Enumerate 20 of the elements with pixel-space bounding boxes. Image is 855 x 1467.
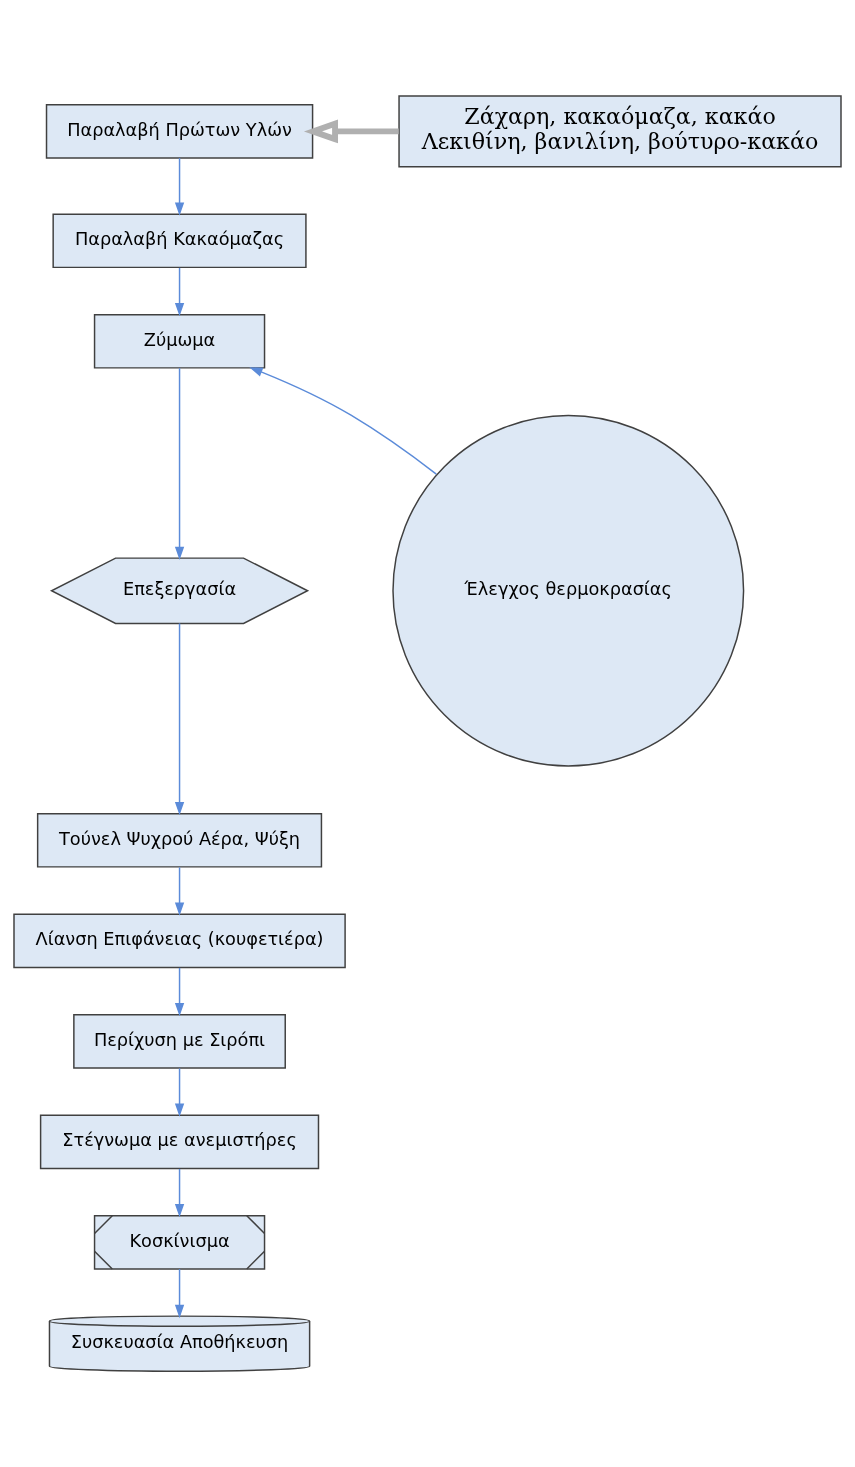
arrow [174, 967, 185, 1017]
arrow [249, 367, 438, 475]
node-box: Λίανση Επιφάνειας (κουφετιέρα) [13, 913, 346, 969]
node-box: Περίχυση με Σιρόπι [73, 1013, 286, 1069]
arrow [174, 1067, 185, 1117]
node-box: Στέγνωμα με ανεμιστήρες [39, 1114, 320, 1170]
arrow [174, 267, 185, 317]
node-box: Παραλαβή Κακαόμαζας [52, 213, 307, 269]
arrow [174, 622, 185, 816]
arrow [174, 1168, 185, 1218]
arrow [174, 866, 185, 916]
arrow [174, 1268, 185, 1319]
node-box: Ζύμωμα [93, 313, 266, 369]
node-box: Ζάχαρη, κακαόμαζα, κακάο Λεκιθίνη, βανιλίνη, βούτυρο-κακάο [398, 95, 842, 168]
arrow [303, 119, 399, 144]
arrow [174, 157, 185, 216]
node-box: Παραλαβή Πρώτων Υλών [45, 104, 314, 159]
node-box: Τούνελ Ψυχρού Αέρα, Ψύξη [36, 812, 323, 868]
node-circle: Έλεγχος θερμοκρασίας [392, 414, 745, 767]
arrow [174, 367, 185, 561]
